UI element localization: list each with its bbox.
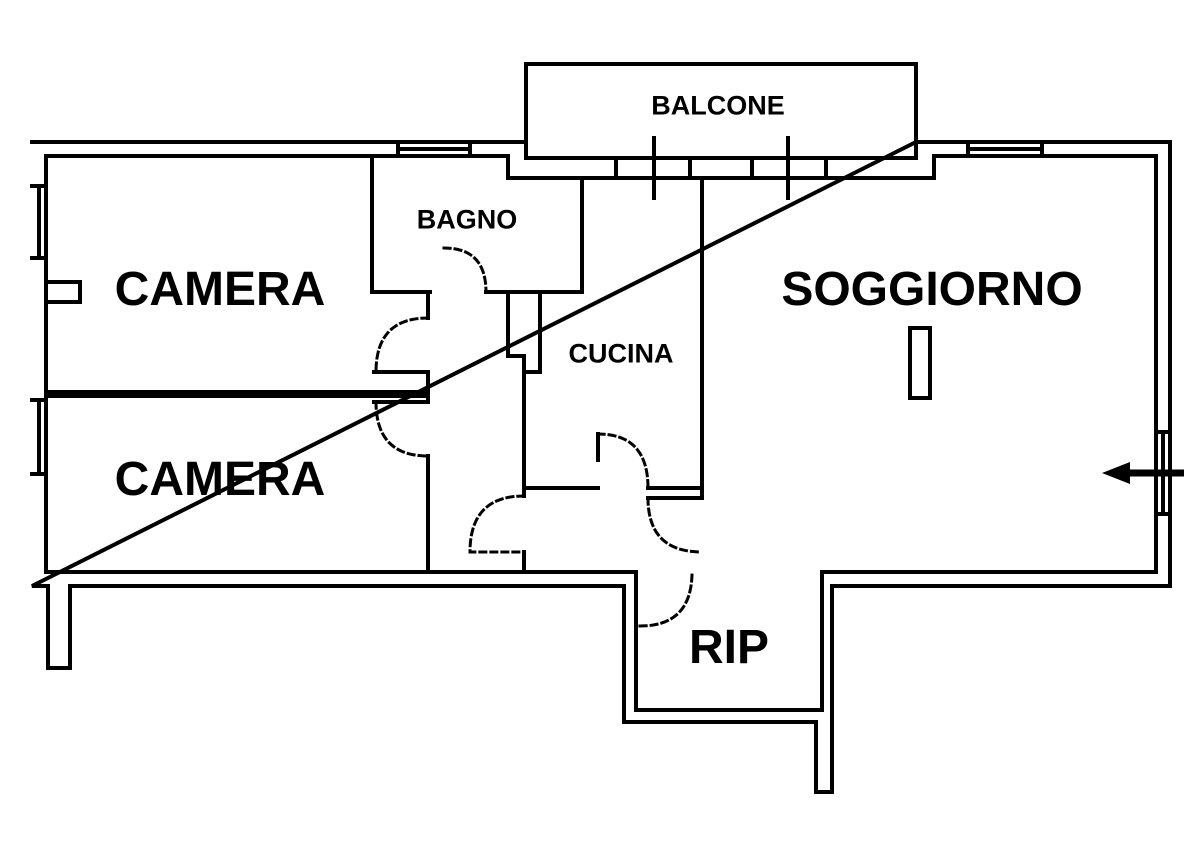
room-label-rip: RIP (688, 621, 770, 674)
column (908, 326, 932, 400)
balcony-slab (524, 62, 918, 160)
door-camera-bottom (374, 400, 430, 458)
door-swings (374, 246, 704, 628)
room-label-camera-top: CAMERA (114, 263, 326, 316)
balcony-door-left (614, 136, 692, 200)
wall-cucina-soggiorno (646, 176, 704, 500)
balcony-door-right (750, 136, 828, 200)
wall-cucina-left (506, 290, 542, 574)
door-soggiorno (646, 496, 704, 554)
window-camera-bottom (30, 398, 48, 476)
window-bagno (396, 140, 472, 158)
room-label-cucina: CUCINA (568, 338, 674, 369)
outer-wall-inner (44, 154, 1158, 712)
door-bagno (442, 246, 488, 294)
door-cucina (596, 432, 650, 490)
room-label-camera-bottom: CAMERA (114, 453, 326, 506)
room-label-bagno: BAGNO (416, 204, 518, 235)
entrance-arrow-icon (1102, 462, 1184, 484)
window-camera-top (30, 184, 48, 260)
room-label-soggiorno: SOGGIORNO (781, 263, 1083, 316)
door-camera-top (374, 316, 430, 374)
windows (30, 136, 1172, 516)
window-soggiorno (966, 140, 1044, 158)
door-rip (638, 570, 694, 628)
wall-camera-divider (44, 390, 430, 398)
outer-wall-outer (30, 140, 1172, 794)
interior-walls (44, 154, 932, 574)
room-label-balcone: BALCONE (651, 90, 785, 121)
wall-bagno (370, 154, 584, 294)
door-ingresso (468, 494, 526, 554)
wall-niche (44, 280, 82, 304)
